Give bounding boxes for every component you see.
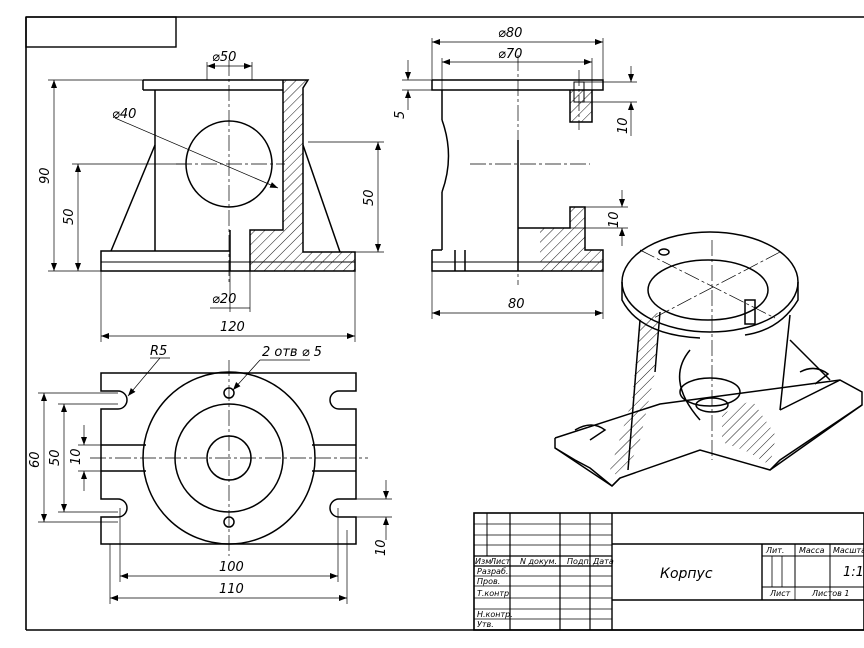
- dim-side-dia-inner: ⌀70: [498, 47, 522, 62]
- dim-top-width-outer: 110: [219, 582, 244, 597]
- tb-header-list: Лист: [489, 557, 511, 566]
- top-view: R5 2 отв ⌀ 5 60 50 10 10 100 110: [28, 344, 392, 604]
- front-view: ⌀50 ⌀40 ⌀20 90 50 50 120: [38, 50, 384, 342]
- dim-front-height-left: 50: [62, 208, 77, 225]
- tb-col-lit: Лит.: [765, 546, 784, 555]
- side-section-hatch: [540, 90, 603, 271]
- dim-top-height-inner: 10: [69, 448, 84, 465]
- tb-role-norm-control: Н.контр.: [477, 610, 513, 619]
- tb-role-tech-control: Т.контр.: [477, 589, 512, 598]
- dim-front-dia-hole: ⌀40: [112, 107, 136, 122]
- isometric-view: [554, 231, 863, 488]
- tb-header-sign: Подп.: [567, 557, 591, 566]
- dim-side-flange: 5: [393, 111, 408, 119]
- corner-stamp-box: [25, 16, 177, 48]
- dim-top-height-outer: 60: [28, 451, 43, 468]
- dim-front-width: 120: [220, 320, 245, 335]
- tb-role-approved: Утв.: [477, 620, 494, 629]
- dim-top-holes: 2 отв ⌀ 5: [262, 345, 322, 360]
- sheet-frame: [25, 16, 864, 631]
- side-view: ⌀80 ⌀70 5 10 10 80: [393, 26, 637, 319]
- dim-front-dia-top: ⌀50: [212, 50, 236, 65]
- dim-top-height-mid: 50: [48, 449, 63, 466]
- dim-side-pocket: 10: [616, 117, 631, 134]
- tb-part-name: Корпус: [660, 566, 713, 582]
- tb-header-date: Дата: [592, 557, 614, 566]
- dim-front-height-total: 90: [38, 167, 53, 184]
- dim-front-dia-bottom: ⌀20: [212, 292, 236, 307]
- tb-role-checker: Пров.: [477, 577, 500, 586]
- iso-section-hatch: [610, 312, 776, 478]
- title-block: Изм Лист N докум. Подп. Дата Разраб. Про…: [473, 512, 864, 631]
- tb-header-izm: Изм: [475, 557, 491, 566]
- dim-top-width-inner: 100: [219, 560, 244, 575]
- dim-top-radius: R5: [150, 344, 167, 359]
- dim-side-step: 10: [607, 211, 622, 228]
- dim-front-height-right: 50: [362, 189, 377, 206]
- dim-top-slot: 10: [374, 539, 389, 556]
- tb-sheet: Лист: [769, 589, 791, 598]
- dim-side-base-width: 80: [508, 297, 525, 312]
- tb-col-scale: Масштаб: [833, 546, 864, 555]
- tb-header-doc: N докум.: [520, 557, 557, 566]
- tb-scale-value: 1:1: [843, 565, 864, 580]
- tb-col-mass: Масса: [799, 546, 825, 555]
- tb-role-developer: Разраб.: [477, 567, 508, 576]
- dim-side-dia-outer: ⌀80: [498, 26, 522, 41]
- top-base-outline: [100, 372, 357, 545]
- tb-sheets: Листов 1: [811, 589, 850, 598]
